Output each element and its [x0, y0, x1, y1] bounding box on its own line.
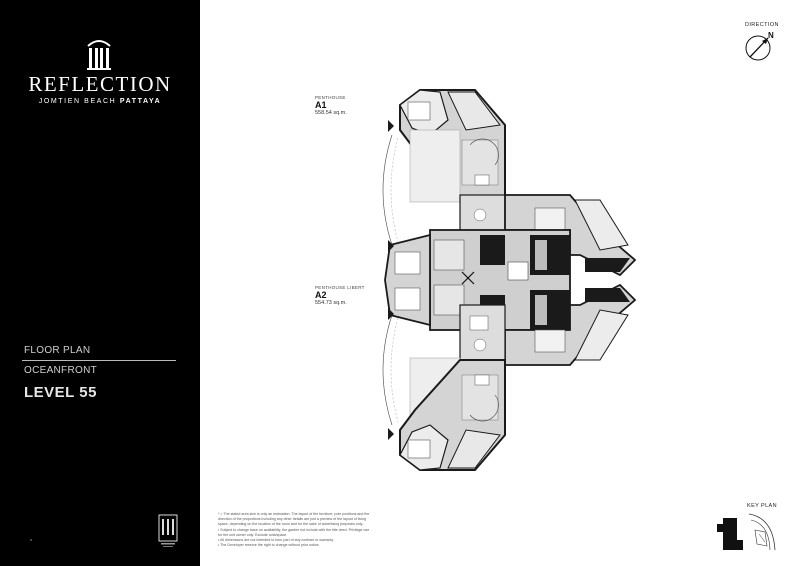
decorative-dot — [30, 539, 32, 541]
unit-type: PENTHOUSE LIBERT — [315, 285, 365, 290]
developer-logo-icon — [158, 514, 178, 547]
note-line: • Subject to change base on availability… — [218, 527, 370, 532]
brand-subtitle: JOMTIEN BEACH PATTAYA — [0, 98, 200, 105]
north-compass-icon: N — [745, 31, 774, 61]
floor-plan-label: FLOOR PLAN — [24, 345, 91, 356]
floor-plan-sub: OCEANFRONT — [24, 365, 97, 376]
note-line: • The Developer reserve the right to cha… — [218, 543, 320, 548]
note-line: • All dimensions are not intended to for… — [218, 538, 334, 543]
unit-area: 554.73 sq.m. — [315, 300, 347, 306]
sidebar-panel: REFLECTION JOMTIEN BEACH PATTAYA FLOOR P… — [0, 0, 200, 566]
brand-logo-icon — [87, 40, 111, 70]
key-plan-icon — [717, 513, 776, 551]
note-line: for the unit owner only. Exclude sofa/sp… — [218, 532, 288, 537]
direction-label: DIRECTION — [745, 22, 779, 28]
level-label: LEVEL 55 — [24, 384, 97, 401]
note-line: direction of the proportions including a… — [218, 517, 367, 522]
key-plan-label: KEY PLAN — [747, 503, 778, 509]
brand-subtitle-city: PATTAYA — [119, 98, 162, 105]
north-letter: N — [768, 31, 774, 40]
unit-code: A1 — [315, 100, 327, 110]
unit-label-a2: PENTHOUSE LIBERT A2 554.73 sq.m. — [315, 285, 365, 306]
brand-subtitle-location: JOMTIEN BEACH — [38, 98, 117, 105]
divider — [22, 360, 176, 361]
unit-label-a1: PENTHOUSE A1 558.54 sq.m. — [315, 95, 347, 116]
note-line: * = The stated area size is only an esti… — [218, 512, 370, 516]
disclaimer-notes: * = The stated area size is only an esti… — [218, 512, 603, 548]
note-line: space, depending on the location of the … — [218, 522, 364, 527]
unit-area: 558.54 sq.m. — [315, 110, 347, 116]
floor-plan-drawing — [382, 89, 637, 471]
brand-name: REFLECTION — [28, 72, 172, 96]
unit-code: A2 — [315, 290, 327, 300]
unit-type: PENTHOUSE — [315, 95, 346, 100]
